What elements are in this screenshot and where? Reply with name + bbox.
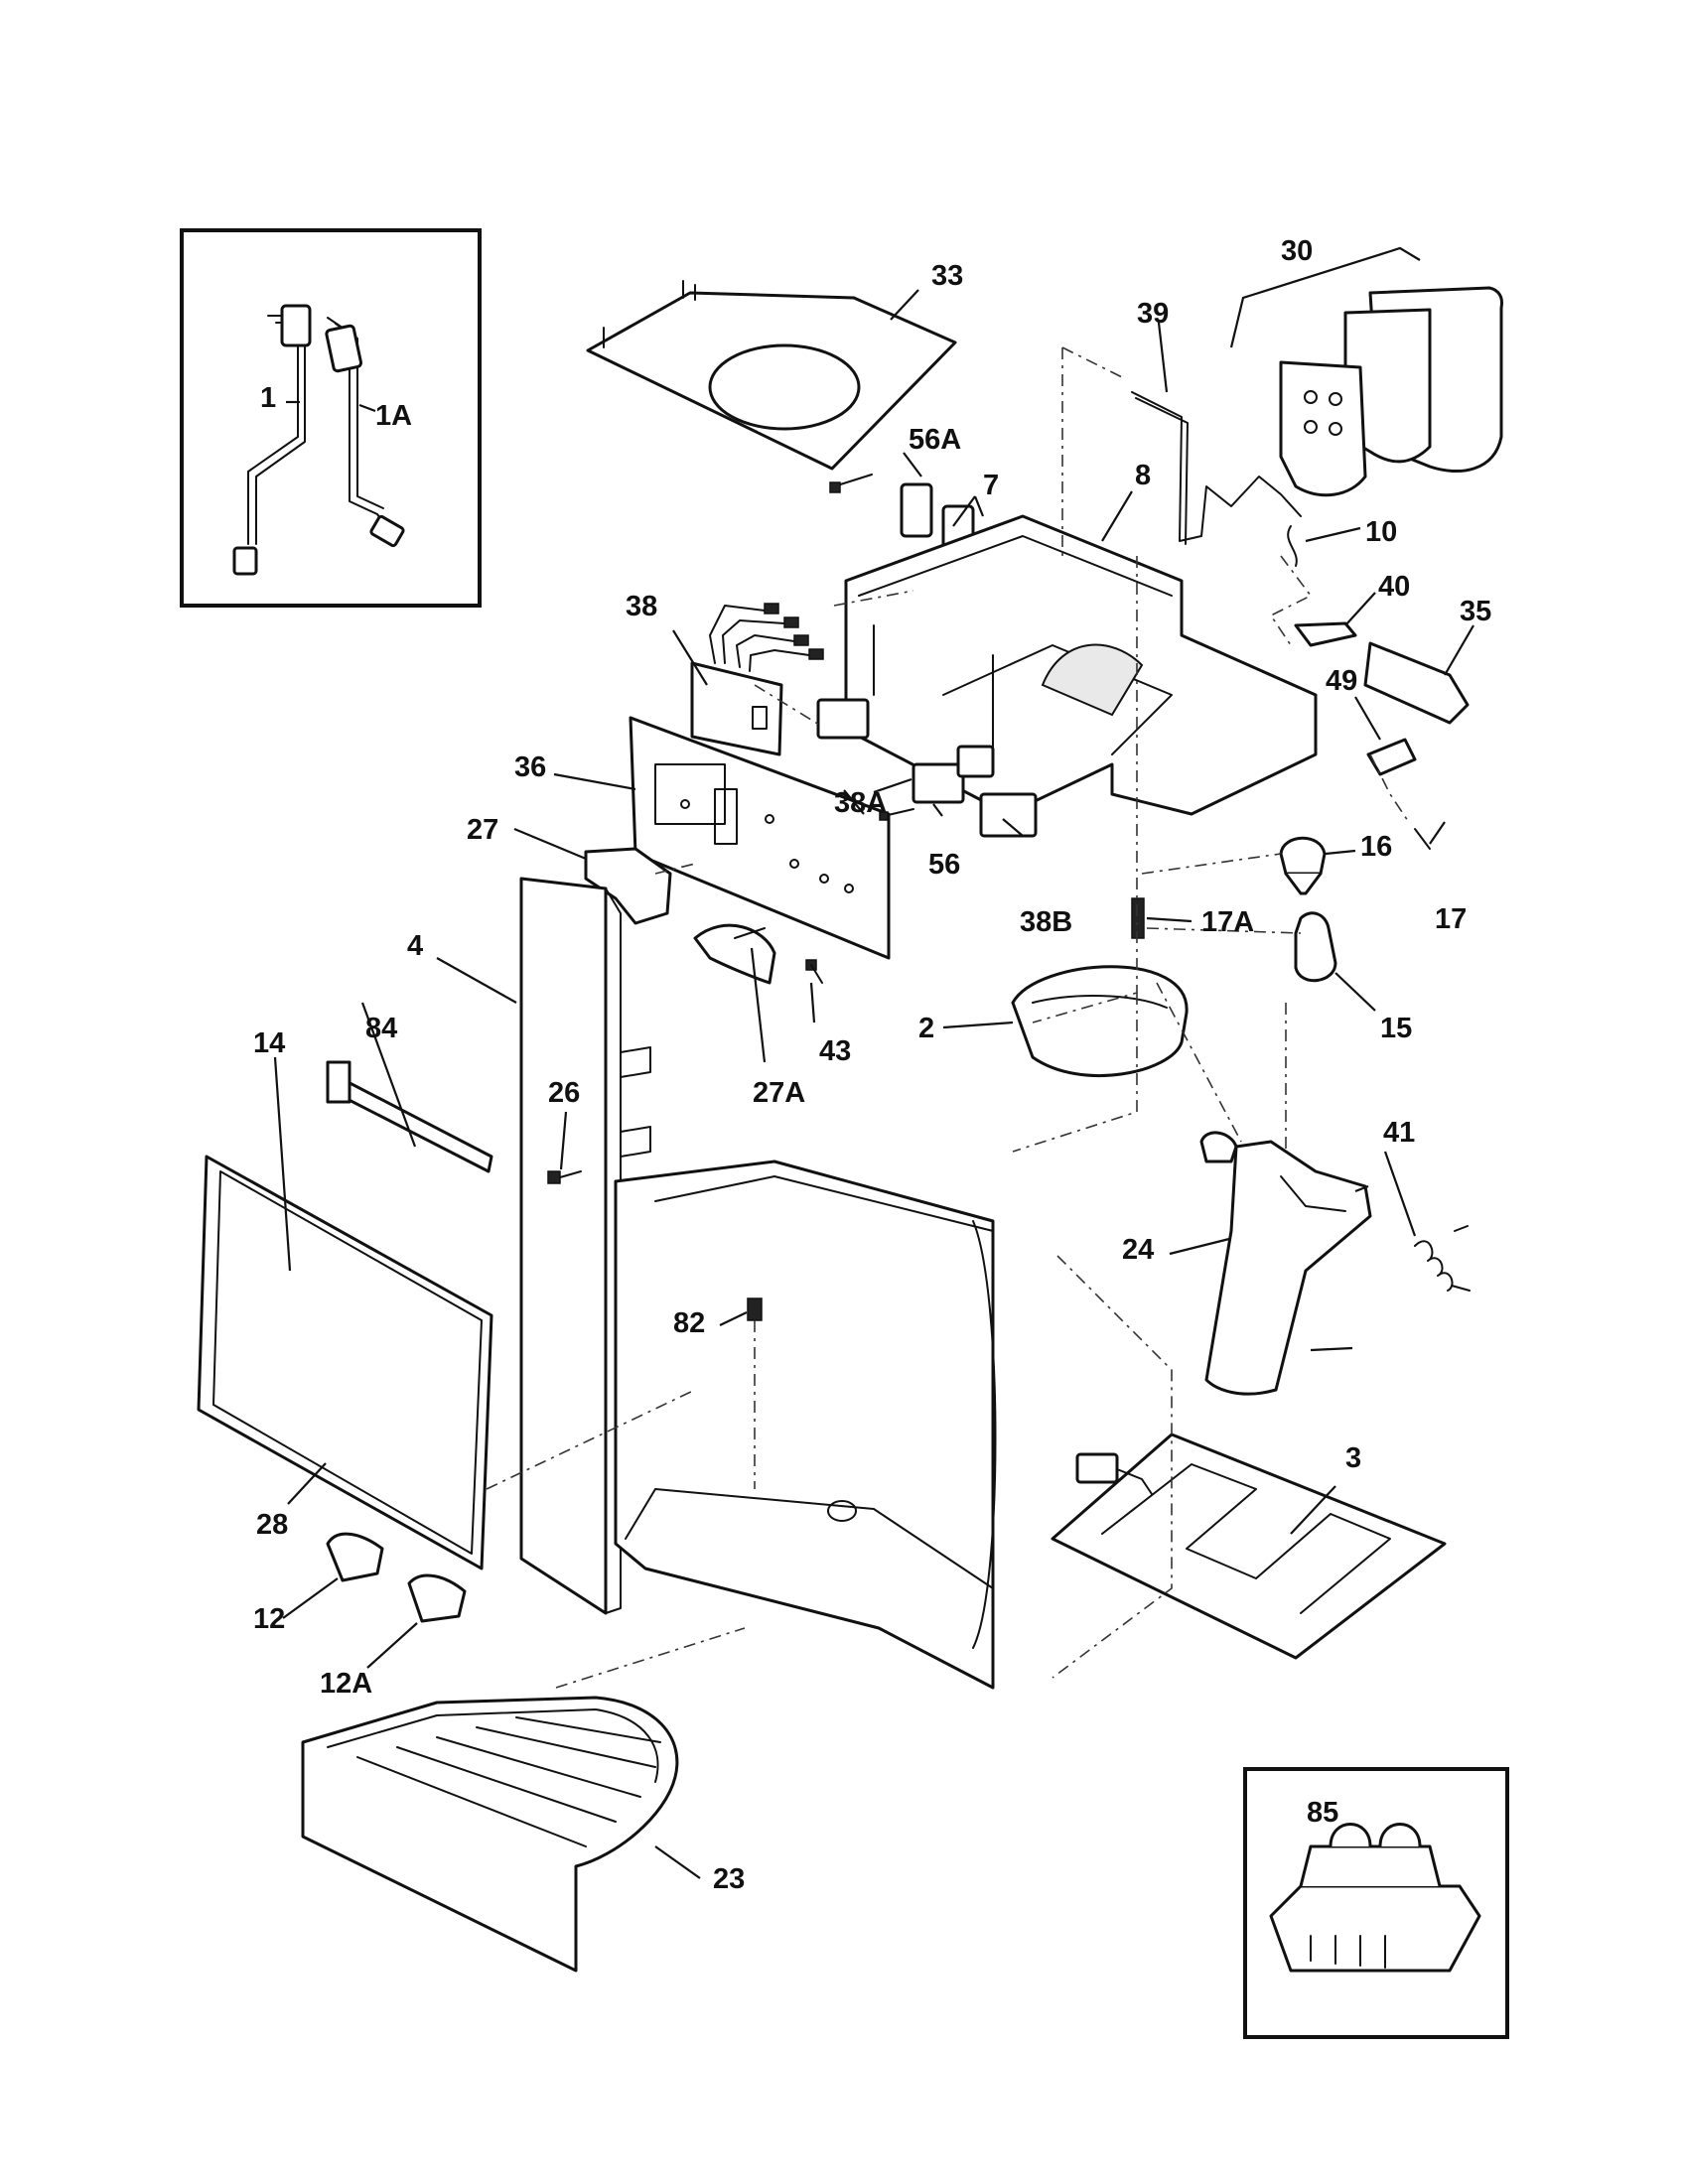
part-26-screw	[547, 1170, 582, 1184]
callout-12A: 12A	[320, 1668, 372, 1700]
part-30-bezel	[1229, 246, 1503, 497]
part-41-spring	[1414, 1225, 1471, 1292]
part-82-screw	[747, 1297, 763, 1321]
part-33-cover-plate	[586, 280, 957, 471]
callout-28: 28	[256, 1509, 288, 1541]
callout-17A: 17A	[1201, 906, 1254, 938]
callout-8: 8	[1135, 460, 1151, 491]
part-8-housing	[844, 514, 1318, 816]
callout-16: 16	[1360, 831, 1392, 863]
part-84-strip	[326, 1060, 493, 1173]
small-parts-right	[1131, 525, 1470, 939]
callout-49: 49	[1326, 665, 1357, 697]
callout-30: 30	[1281, 235, 1313, 267]
inset-tubing-1-1A	[180, 228, 482, 608]
callout-38B: 38B	[1020, 906, 1072, 938]
callout-56: 56	[928, 849, 960, 881]
part-3-heater	[1051, 1433, 1447, 1660]
part-36-panel	[629, 716, 891, 960]
callout-41: 41	[1383, 1117, 1415, 1149]
parts-38A-38B-switches	[816, 698, 1038, 838]
callout-38A: 38A	[834, 787, 887, 819]
callout-3: 3	[1345, 1442, 1361, 1474]
callout-38: 38	[626, 591, 657, 622]
callout-14: 14	[253, 1027, 285, 1059]
callout-10: 10	[1365, 516, 1397, 548]
callout-1A: 1A	[375, 400, 412, 432]
callout-labels: 33 30 39 1 1A 56A 7 8 10 40 35 38 49 36 …	[253, 235, 1491, 1895]
callout-12: 12	[253, 1603, 285, 1635]
parts-12-12A-clips	[326, 1532, 467, 1623]
callout-15: 15	[1380, 1013, 1412, 1044]
leader-lines	[273, 289, 1474, 1879]
callout-82: 82	[673, 1307, 705, 1339]
callout-2: 2	[918, 1013, 934, 1044]
callout-35: 35	[1460, 596, 1491, 627]
assembly-lines	[486, 346, 1411, 1689]
inset-transformer-85	[1243, 1767, 1509, 2039]
callout-17: 17	[1435, 903, 1467, 935]
callout-26: 26	[548, 1077, 580, 1109]
callout-39: 39	[1137, 298, 1169, 330]
callout-27A: 27A	[753, 1077, 805, 1109]
callout-24: 24	[1122, 1234, 1154, 1266]
callout-56A: 56A	[909, 424, 961, 456]
part-27A-lever	[693, 923, 823, 985]
part-23-drip-tray	[301, 1696, 679, 1973]
parts-15-16-light	[1279, 836, 1337, 983]
callout-33: 33	[931, 260, 963, 292]
part-27-bracket	[584, 847, 672, 925]
part-2-chute	[1011, 965, 1189, 1078]
callout-1: 1	[260, 382, 276, 414]
part-14-frame	[197, 1155, 493, 1570]
callout-85: 85	[1307, 1797, 1338, 1829]
callout-40: 40	[1378, 571, 1410, 603]
callout-7: 7	[983, 470, 999, 501]
callout-84: 84	[365, 1013, 397, 1044]
callout-43: 43	[819, 1035, 851, 1067]
callout-4: 4	[407, 930, 423, 962]
part-24-funnel	[1199, 1131, 1372, 1396]
callout-27: 27	[467, 814, 498, 846]
callout-23: 23	[713, 1863, 745, 1895]
liner-body	[614, 1160, 997, 1690]
part-38-board	[690, 603, 824, 756]
part-7-56A-clips	[829, 474, 975, 558]
callout-36: 36	[514, 751, 546, 783]
part-39-rod	[1131, 391, 1302, 545]
